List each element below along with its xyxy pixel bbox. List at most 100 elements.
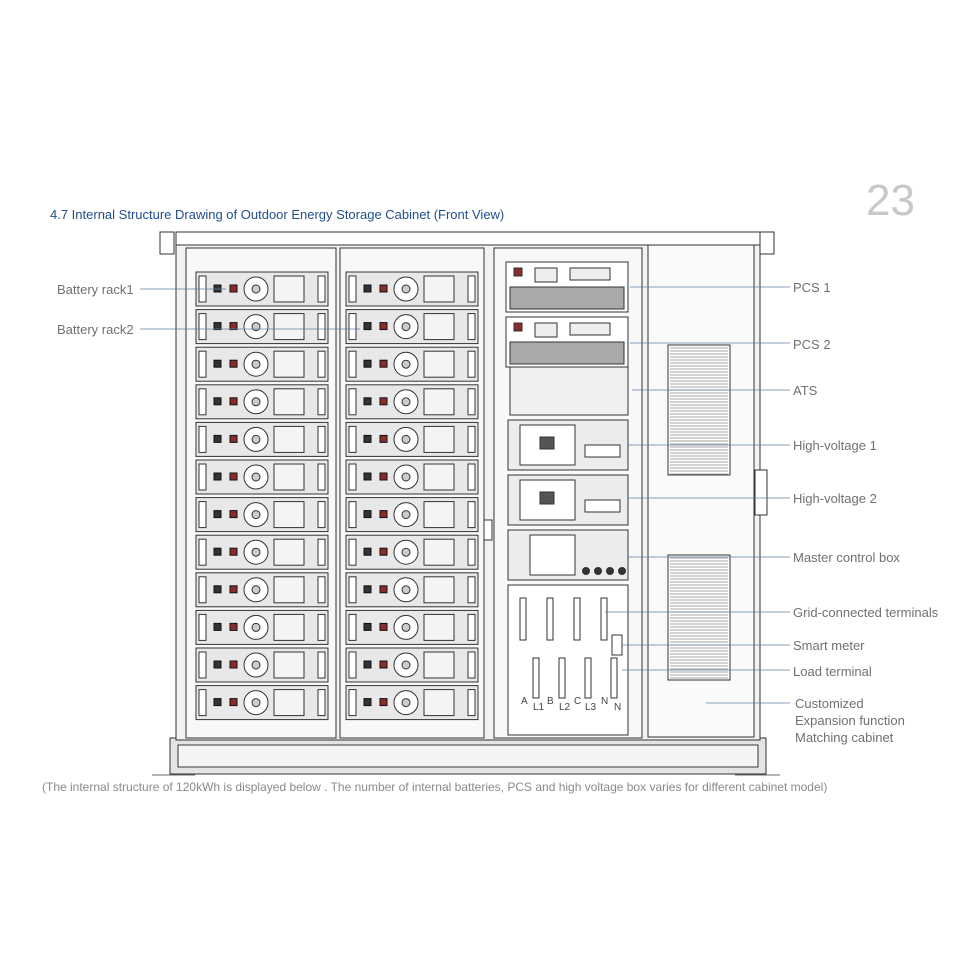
- load-terminal-strip: [584, 657, 592, 699]
- fan-hub: [251, 434, 261, 444]
- terminal-negative: [213, 622, 222, 631]
- module-handle: [198, 350, 207, 378]
- fan-hub: [401, 284, 411, 294]
- terminal-negative: [213, 472, 222, 481]
- terminal-area: [507, 584, 629, 736]
- mcb-port: [594, 567, 602, 575]
- pcs-terminal-block: [569, 267, 611, 281]
- module-handle: [317, 350, 326, 378]
- module-handle: [317, 689, 326, 717]
- terminal-negative: [363, 547, 372, 556]
- grid-terminal-strip: [573, 597, 581, 641]
- terminal-positive: [379, 510, 388, 519]
- lift-bracket-right: [759, 231, 775, 255]
- mcb-port: [618, 567, 626, 575]
- hv-terminal-block: [584, 444, 621, 458]
- module-handle: [317, 463, 326, 491]
- terminal-negative: [363, 397, 372, 406]
- label-customized: Customized: [795, 696, 864, 711]
- fan-hub: [401, 585, 411, 595]
- module-handle: [348, 501, 357, 529]
- terminal-positive: [229, 284, 238, 293]
- module-handle: [467, 538, 476, 566]
- breaker-switch: [539, 436, 555, 450]
- latch: [483, 519, 493, 541]
- lift-bracket-left: [159, 231, 175, 255]
- module-handle: [317, 425, 326, 453]
- load-l2: L2: [559, 702, 571, 713]
- fan-hub: [401, 434, 411, 444]
- terminal-negative: [363, 359, 372, 368]
- breaker-switch: [539, 491, 555, 505]
- terminal-negative: [213, 660, 222, 669]
- smart-meter: [611, 634, 623, 656]
- module-cover: [423, 501, 455, 529]
- label-grid-terminals: Grid-connected terminals: [793, 605, 939, 620]
- terminal-positive: [379, 397, 388, 406]
- grid-terminal-strip: [600, 597, 608, 641]
- fan-hub: [401, 472, 411, 482]
- grid-terminal-strip: [519, 597, 527, 641]
- module-handle: [348, 388, 357, 416]
- fan-hub: [401, 622, 411, 632]
- terminal-negative: [363, 622, 372, 631]
- module-handle: [317, 576, 326, 604]
- module-handle: [467, 425, 476, 453]
- pcs-terminal: [513, 322, 523, 332]
- module-handle: [348, 651, 357, 679]
- module-cover: [273, 275, 305, 303]
- terminal-negative: [213, 510, 222, 519]
- module-handle: [198, 651, 207, 679]
- terminal-positive: [379, 434, 388, 443]
- terminal-positive: [229, 622, 238, 631]
- fan-hub: [251, 284, 261, 294]
- module-handle: [198, 501, 207, 529]
- module-handle: [198, 313, 207, 341]
- label-high-voltage-2: High-voltage 2: [793, 491, 877, 506]
- pcs-connector: [534, 322, 558, 338]
- terminal-negative: [213, 698, 222, 707]
- module-cover: [423, 275, 455, 303]
- module-handle: [198, 388, 207, 416]
- label-pcs1: PCS 1: [793, 280, 831, 295]
- fan-hub: [251, 472, 261, 482]
- hv-terminal-block: [584, 499, 621, 513]
- module-cover: [273, 388, 305, 416]
- module-cover: [423, 388, 455, 416]
- fan-hub: [401, 547, 411, 557]
- module-cover: [423, 538, 455, 566]
- module-handle: [348, 613, 357, 641]
- pcs-connector: [534, 267, 558, 283]
- module-cover: [273, 350, 305, 378]
- terminal-negative: [213, 547, 222, 556]
- terminal-positive: [229, 472, 238, 481]
- terminal-negative: [213, 585, 222, 594]
- terminal-positive: [379, 359, 388, 368]
- module-cover: [273, 463, 305, 491]
- label-ats: ATS: [793, 383, 818, 398]
- load-l3: L3: [585, 702, 597, 713]
- label-master-control-box: Master control box: [793, 550, 900, 565]
- module-cover: [273, 538, 305, 566]
- module-cover: [273, 576, 305, 604]
- phase-b: B: [547, 696, 554, 707]
- terminal-negative: [213, 397, 222, 406]
- module-handle: [348, 350, 357, 378]
- terminal-positive: [229, 322, 238, 331]
- terminal-positive: [229, 359, 238, 368]
- label-battery-rack1: Battery rack1: [57, 282, 134, 297]
- load-l1: L1: [533, 702, 545, 713]
- fan-hub: [251, 397, 261, 407]
- terminal-positive: [379, 547, 388, 556]
- phase-c: C: [574, 696, 582, 707]
- module-handle: [198, 538, 207, 566]
- module-cover: [273, 313, 305, 341]
- terminal-positive: [379, 622, 388, 631]
- module-handle: [467, 350, 476, 378]
- module-handle: [317, 388, 326, 416]
- terminal-positive: [229, 660, 238, 669]
- module-handle: [467, 313, 476, 341]
- terminal-negative: [363, 434, 372, 443]
- phase-n: N: [601, 696, 609, 707]
